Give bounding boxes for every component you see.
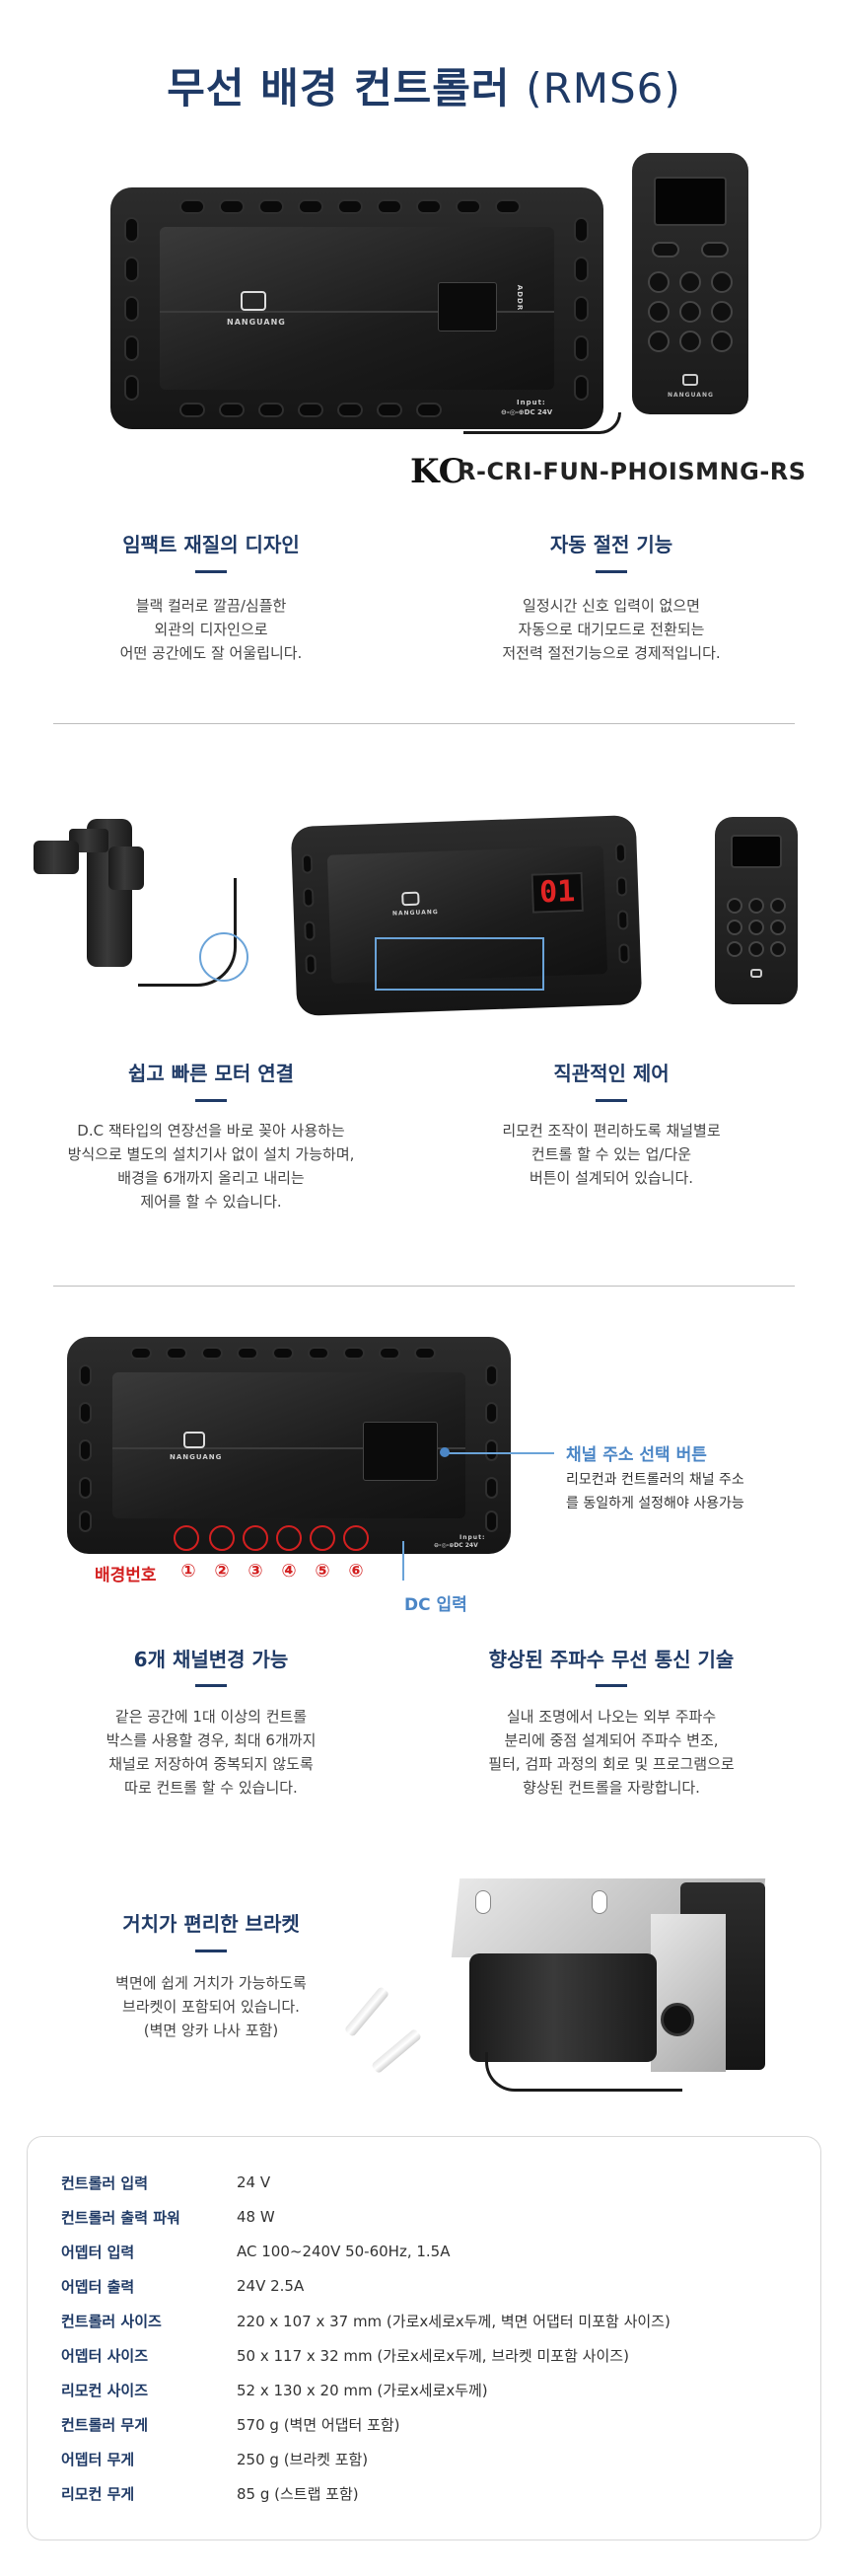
channel-port-3 bbox=[243, 1525, 268, 1551]
page-title: 무선 배경 컨트롤러 (RMS6) bbox=[0, 55, 848, 115]
channel-port-5 bbox=[310, 1525, 335, 1551]
channel-port-4 bbox=[276, 1525, 302, 1551]
feature-desc: 벽면에 쉽게 거치가 가능하도록 브라켓이 포함되어 있습니다. (벽면 앙카 … bbox=[115, 1974, 307, 2039]
certification-code: R-CRI-FUN-PHOISMNG-RS bbox=[458, 458, 807, 485]
feature-title: 쉽고 빠른 모터 연결 bbox=[127, 1062, 295, 1085]
feature-divider bbox=[195, 1684, 227, 1687]
display-window bbox=[438, 282, 497, 331]
feature-title: 직관적인 제어 bbox=[553, 1062, 670, 1085]
kc-mark-icon: KC bbox=[410, 452, 465, 491]
remote-logo-icon bbox=[682, 374, 698, 386]
input-value: ⊖-◎-⊕DC 24V bbox=[501, 408, 553, 416]
channel-port-6 bbox=[343, 1525, 369, 1551]
dc-callout-line bbox=[402, 1541, 404, 1581]
button-callout-line bbox=[446, 1452, 554, 1454]
channel-number-3: ③ bbox=[247, 1561, 263, 1582]
channel-port-1 bbox=[174, 1525, 199, 1551]
button-callout-title: 채널 주소 선택 버튼 bbox=[566, 1445, 707, 1465]
remote-brand-text: NANGUANG bbox=[668, 392, 714, 399]
remote-control-image bbox=[715, 817, 798, 1004]
channel-number-4: ④ bbox=[281, 1561, 297, 1582]
anchor-screw bbox=[370, 2027, 423, 2075]
feature-title: 거치가 편리한 브라켓 bbox=[122, 1912, 300, 1936]
channel-port-2 bbox=[209, 1525, 235, 1551]
feature-desc: 블랙 컬러로 깔끔/심플한 외관의 디자인으로 어떤 공간에도 잘 어울립니다. bbox=[119, 597, 303, 662]
input-highlight bbox=[375, 937, 544, 991]
channel-label: 배경번호 bbox=[95, 1566, 157, 1585]
brand-logo-icon bbox=[241, 291, 266, 311]
dc-jack-highlight bbox=[199, 932, 248, 982]
section-divider bbox=[53, 1286, 795, 1287]
feature-divider bbox=[195, 570, 227, 573]
spec-table bbox=[27, 2136, 821, 2540]
feature-title: 임팩트 재질의 디자인 bbox=[122, 533, 300, 556]
brand-text: NANGUANG bbox=[170, 1453, 223, 1461]
feature-desc: 일정시간 신호 입력이 없으면 자동으로 대기모드로 전환되는 저전력 절전기능… bbox=[502, 597, 721, 662]
feature-divider bbox=[596, 570, 627, 573]
feature-desc: D.C 잭타입의 연장선을 바로 꽂아 사용하는 방식으로 별도의 설치기사 없… bbox=[67, 1122, 355, 1211]
certification: KC R-CRI-FUN-PHOISMNG-RS bbox=[410, 452, 807, 491]
channel-number-6: ⑥ bbox=[348, 1561, 364, 1582]
button-callout-desc: 리모컨과 컨트롤러의 채널 주소 를 동일하게 설정해야 사용가능 bbox=[566, 1472, 744, 1511]
channel-display: 01 bbox=[530, 871, 584, 914]
feature-desc: 같은 공간에 1대 이상의 컨트롤 박스를 사용할 경우, 최대 6개까지 채널… bbox=[106, 1708, 317, 1797]
input-value: ⊖-◎-⊕DC 24V bbox=[434, 1542, 478, 1549]
feature-title: 자동 절전 기능 bbox=[549, 533, 673, 556]
input-label: Input: bbox=[517, 399, 546, 406]
title-text: 무선 배경 컨트롤러 bbox=[167, 64, 511, 112]
section-divider bbox=[53, 723, 795, 724]
feature-divider bbox=[195, 1950, 227, 1952]
dc-input-label: DC 입력 bbox=[404, 1595, 467, 1615]
channel-number-5: ⑤ bbox=[315, 1561, 330, 1582]
channel-number-1: ① bbox=[180, 1561, 196, 1582]
model-text: (RMS6) bbox=[526, 64, 681, 112]
feature-title: 향상된 주파수 무선 통신 기술 bbox=[488, 1648, 735, 1671]
feature-desc: 리모컨 조작이 편리하도록 채널별로 컨트롤 할 수 있는 업/다운 버튼이 설… bbox=[502, 1122, 721, 1187]
channel-number-2: ② bbox=[214, 1561, 230, 1582]
remote-control-image: NANGUANG bbox=[632, 153, 748, 414]
brand-text: NANGUANG bbox=[227, 318, 286, 327]
input-label: Input: bbox=[459, 1534, 486, 1541]
feature-divider bbox=[596, 1099, 627, 1102]
controller-image: NANGUANG ADDR Input: ⊖-◎-⊕DC 24V bbox=[110, 187, 603, 429]
feature-desc: 실내 조명에서 나오는 외부 주파수 분리에 중점 설계되어 주파수 변조, 필… bbox=[488, 1708, 735, 1797]
panel-text: ADDR bbox=[516, 284, 525, 312]
feature-title: 6개 채널변경 가능 bbox=[133, 1648, 289, 1671]
feature-divider bbox=[596, 1684, 627, 1687]
feature-divider bbox=[195, 1099, 227, 1102]
